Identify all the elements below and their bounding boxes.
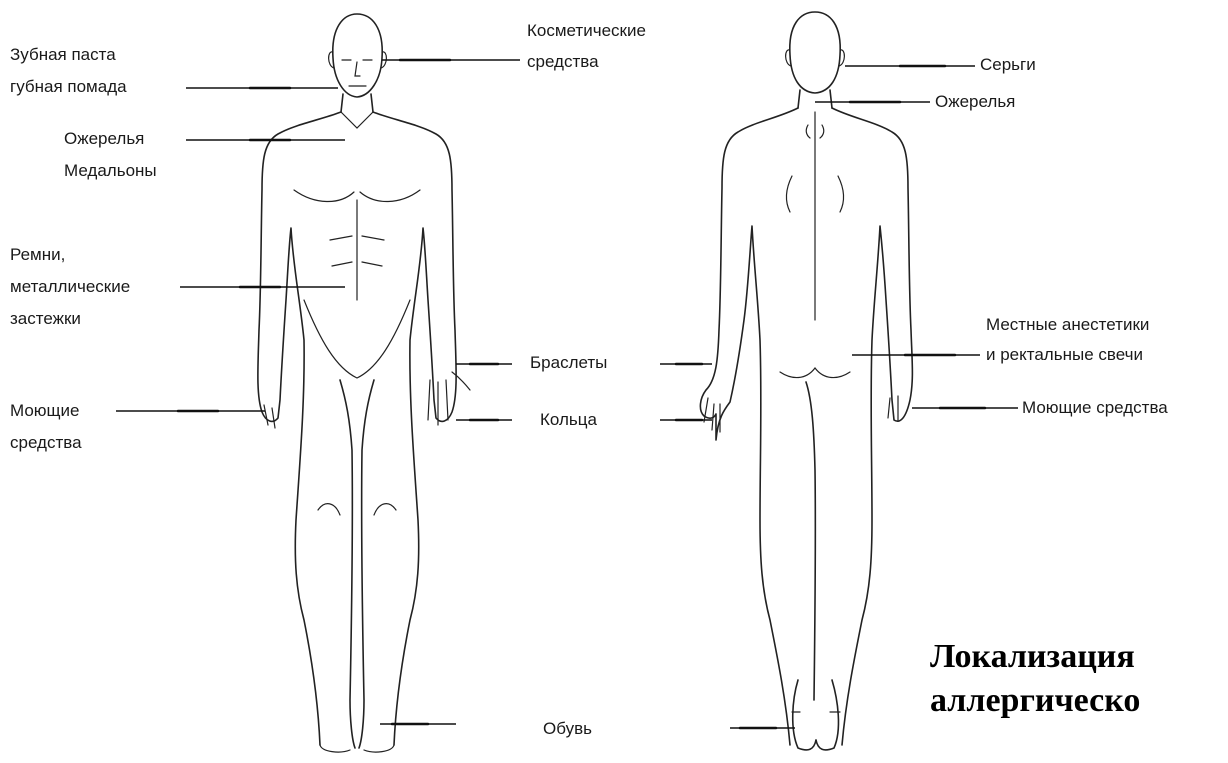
label-shoes: Обувь [543,718,592,740]
label-earrings: Серьги [980,54,1036,76]
label-toothpaste-line1: Зубная паста [10,44,116,66]
label-belts-line2: металлические [10,276,130,298]
label-detergents-back: Моющие средства [1022,397,1168,419]
label-detergents-front-line1: Моющие [10,400,80,422]
label-cosmetics-line2: средства [527,51,599,73]
label-rings: Кольца [540,409,597,431]
leader-lines [116,60,1018,728]
label-anesthetics-line1: Местные анестетики [986,314,1149,336]
label-belts-line3: застежки [10,308,81,330]
label-cosmetics-line1: Косметические [527,20,646,42]
label-necklaces-front-line2: Медальоны [64,160,157,182]
label-bracelets: Браслеты [530,352,607,374]
title-line1: Локализация [930,636,1135,678]
label-toothpaste-line2: губная помада [10,76,127,98]
back-body-figure [700,12,912,750]
label-anesthetics-line2: и ректальные свечи [986,344,1143,366]
front-body-figure [258,14,470,752]
label-necklaces-back: Ожерелья [935,91,1015,113]
label-detergents-front-line2: средства [10,432,82,454]
label-belts-line1: Ремни, [10,244,65,266]
label-necklaces-front-line1: Ожерелья [64,128,144,150]
title-line2: аллергическо [930,680,1140,722]
